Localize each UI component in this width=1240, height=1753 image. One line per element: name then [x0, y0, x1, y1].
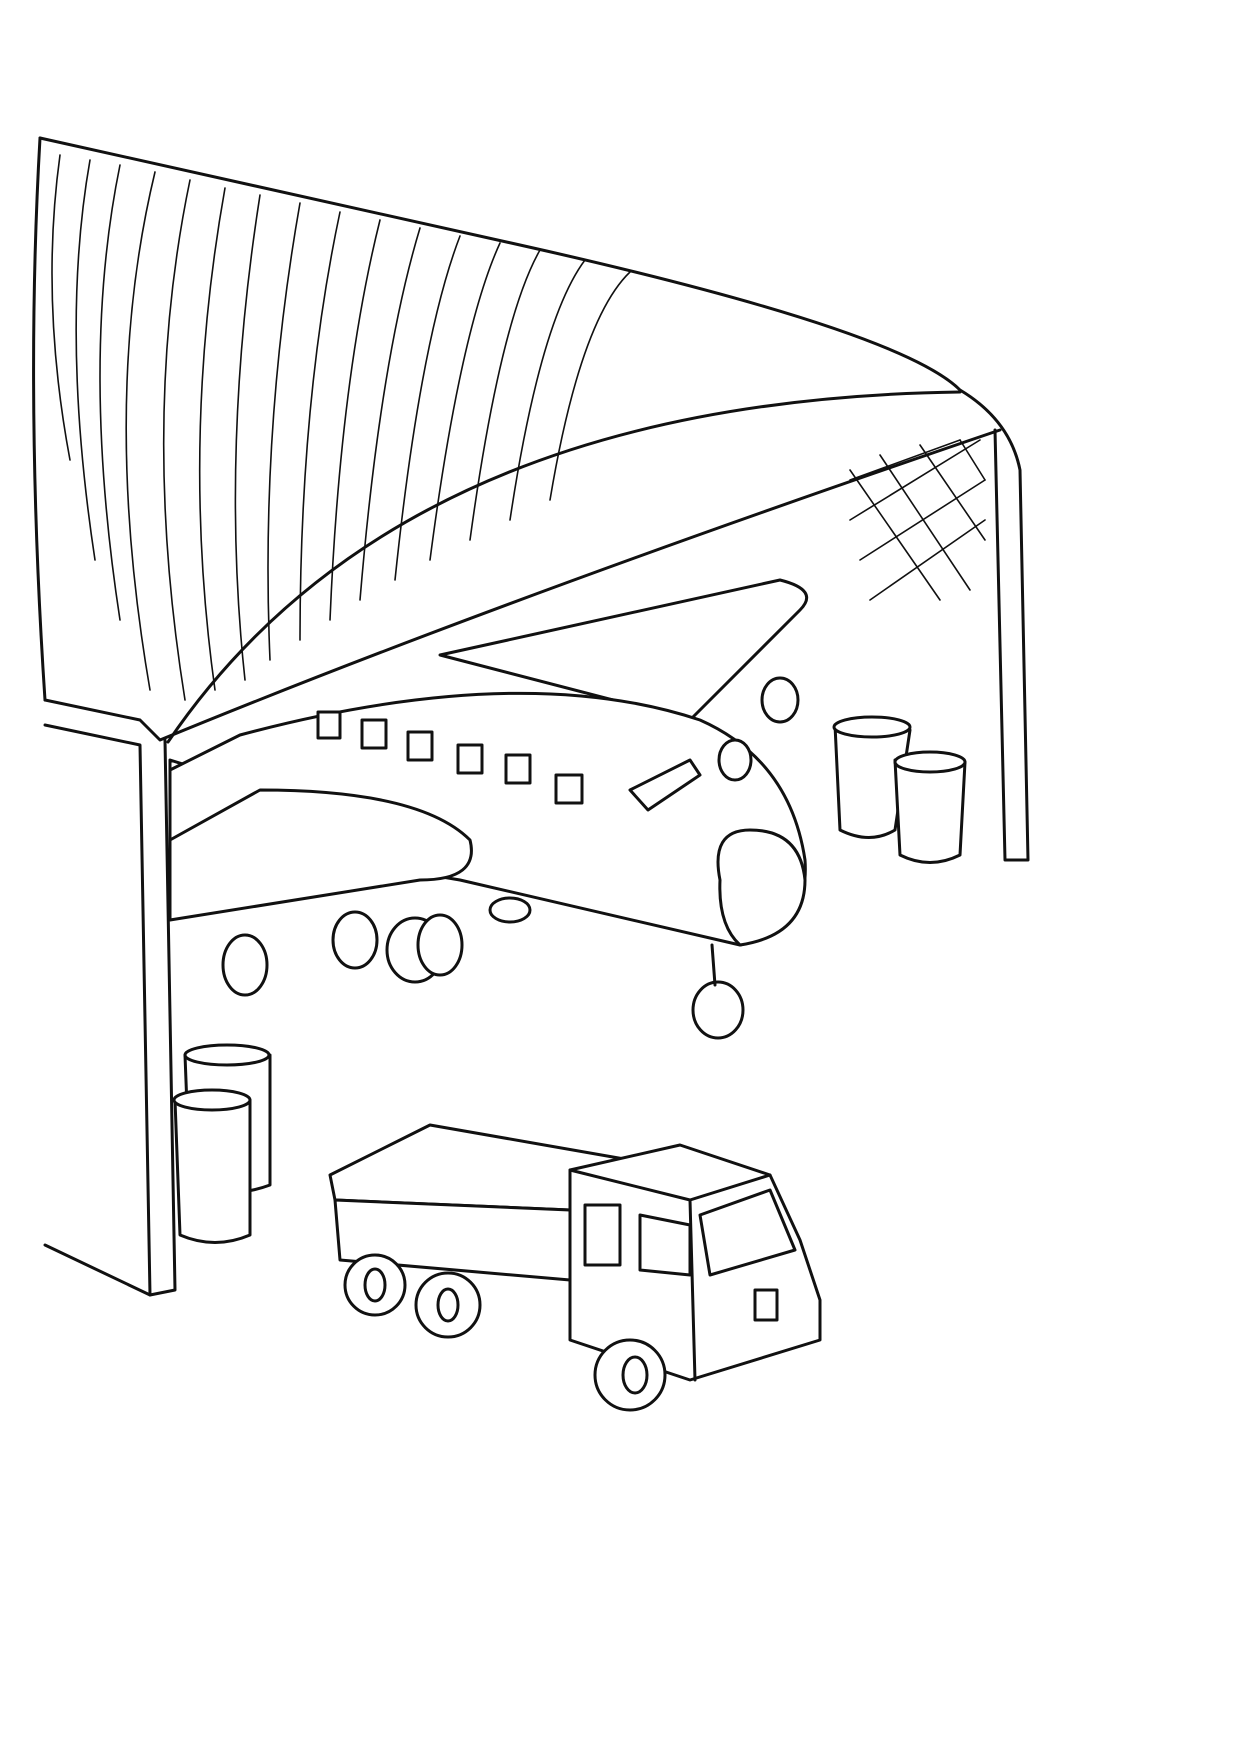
- back-mesh: [849, 439, 986, 601]
- landing-gear: [385, 896, 745, 1040]
- hangar: [32, 136, 1030, 1297]
- engines: [221, 676, 800, 997]
- airplane: [168, 578, 809, 1040]
- barrels: [172, 715, 967, 1244]
- roof-ribs: [51, 154, 631, 701]
- dump-truck: [328, 1123, 822, 1412]
- airplane-windows: [316, 710, 584, 805]
